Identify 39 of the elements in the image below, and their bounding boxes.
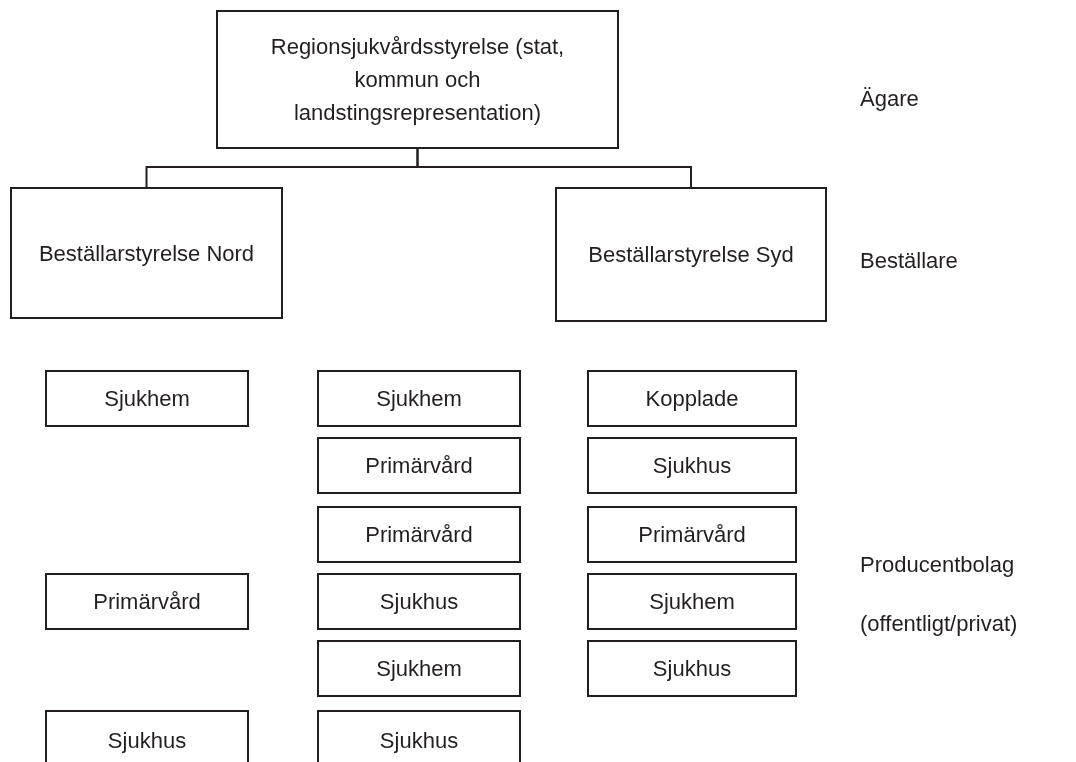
level-label: Beställare (860, 248, 958, 274)
box-label: Sjukhem (649, 588, 735, 616)
box-label: Primärvård (93, 588, 201, 616)
box-label: Sjukhus (652, 452, 732, 480)
box-label: Primärvård (638, 521, 746, 549)
unit-box (587, 437, 797, 494)
unit-box (317, 506, 521, 563)
box-label: Kopplade (645, 385, 739, 413)
box-label: Sjukhus (379, 727, 459, 755)
org-box (555, 187, 827, 322)
box-label: Sjukhus (652, 655, 732, 683)
unit-box (587, 506, 797, 563)
unit-box (587, 573, 797, 630)
box-label: Sjukhus (107, 727, 187, 755)
unit-box (317, 710, 521, 762)
unit-box (45, 370, 249, 427)
box-label: Sjukhus (379, 588, 459, 616)
unit-box (317, 640, 521, 697)
unit-box (317, 437, 521, 494)
box-label: Beställarstyrelse Nord (38, 239, 255, 268)
box-label: Sjukhem (104, 385, 190, 413)
box-label: Primärvård (365, 452, 473, 480)
org-box (10, 187, 283, 319)
box-label: Beställarstyrelse Syd (588, 241, 794, 269)
box-label: Primärvård (365, 521, 473, 549)
unit-box (45, 710, 249, 762)
org-box (216, 10, 619, 149)
level-label: Producentbolag (860, 552, 1015, 578)
unit-box (317, 370, 521, 427)
box-label: Sjukhem (376, 385, 462, 413)
unit-box (317, 573, 521, 630)
box-label: Regionsjukvårdsstyrelse (stat, kommun och landstingsrepresentation) (269, 33, 566, 127)
level-label: Ägare (860, 86, 919, 112)
connector-line (416, 148, 692, 188)
level-label: (offentligt/privat) (860, 611, 1018, 637)
box-label: Sjukhem (376, 655, 462, 683)
unit-box (587, 640, 797, 697)
unit-box (587, 370, 797, 427)
unit-box (45, 573, 249, 630)
